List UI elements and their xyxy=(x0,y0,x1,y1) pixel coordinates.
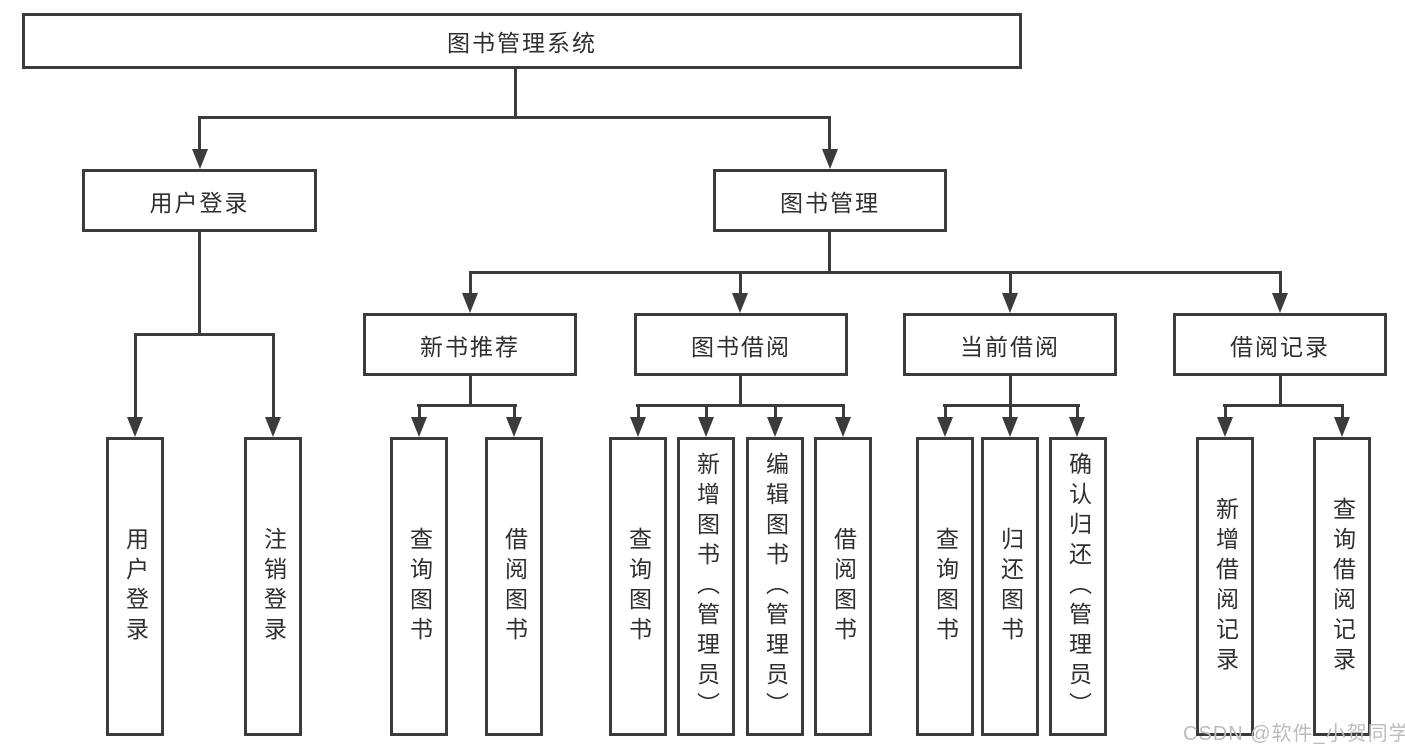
connector-drop-current-return xyxy=(1009,404,1012,419)
leaf-newbook-borrow-label: 借阅图书 xyxy=(501,526,528,647)
connector-book-borrow-stub xyxy=(739,374,742,407)
leaf-current-confirm: 确认归还（管理员） xyxy=(1049,437,1107,736)
csdn-watermark: CSDN @软件_小贺同学 xyxy=(1183,723,1405,745)
arrowhead-records-query xyxy=(1334,417,1350,437)
leaf-records-add: 新增借阅记录 xyxy=(1196,437,1254,736)
arrowhead-leaf-logout xyxy=(265,417,281,437)
node-borrow-records: 借阅记录 xyxy=(1173,313,1387,376)
arrowhead-borrow-borrow xyxy=(835,417,851,437)
leaf-current-query-label: 查询图书 xyxy=(932,526,959,647)
leaf-records-add-label: 新增借阅记录 xyxy=(1212,496,1239,677)
connector-drop-newbook-query xyxy=(418,404,421,419)
leaf-user-login-label: 用户登录 xyxy=(122,526,149,647)
connector-drop-new-book xyxy=(469,271,472,296)
connector-rail-user-login xyxy=(134,333,275,336)
connector-drop-borrow-records xyxy=(1279,271,1282,296)
connector-user-login-stub xyxy=(198,229,201,336)
leaf-borrow-borrow: 借阅图书 xyxy=(814,437,872,736)
connector-drop-records-query xyxy=(1341,404,1344,419)
arrowhead-current-query xyxy=(937,417,953,437)
connector-new-book-stub xyxy=(469,374,472,407)
leaf-borrow-edit: 编辑图书（管理员） xyxy=(746,437,804,736)
leaf-borrow-add: 新增图书（管理员） xyxy=(677,437,735,736)
connector-drop-leaf-user-login xyxy=(134,333,137,419)
arrowhead-newbook-borrow xyxy=(506,417,522,437)
connector-drop-leaf-logout xyxy=(272,333,275,419)
leaf-newbook-query-label: 查询图书 xyxy=(406,526,433,647)
leaf-logout: 注销登录 xyxy=(244,437,302,736)
arrowhead-newbook-query xyxy=(411,417,427,437)
connector-drop-current-confirm xyxy=(1076,404,1079,419)
leaf-borrow-edit-label: 编辑图书（管理员） xyxy=(762,451,789,722)
node-current-borrow: 当前借阅 xyxy=(903,313,1117,376)
leaf-borrow-add-label: 新增图书（管理员） xyxy=(693,451,720,722)
connector-book-management-stub xyxy=(828,229,831,274)
arrowhead-leaf-user-login xyxy=(127,417,143,437)
arrowhead-current-confirm xyxy=(1069,417,1085,437)
connector-current-borrow-stub xyxy=(1009,374,1012,407)
arrowhead-borrow-add xyxy=(698,417,714,437)
connector-rail-book-borrow xyxy=(636,404,845,407)
leaf-current-return-label: 归还图书 xyxy=(997,526,1024,647)
connector-rail-level3 xyxy=(469,271,1282,274)
node-book-borrow: 图书借阅 xyxy=(634,313,848,376)
node-new-book-recommend: 新书推荐 xyxy=(363,313,577,376)
connector-drop-newbook-borrow xyxy=(513,404,516,419)
leaf-borrow-query-label: 查询图书 xyxy=(625,526,652,647)
leaf-borrow-borrow-label: 借阅图书 xyxy=(830,526,857,647)
leaf-current-query: 查询图书 xyxy=(916,437,974,736)
arrowhead-current-return xyxy=(1002,417,1018,437)
node-user-login: 用户登录 xyxy=(82,169,317,232)
connector-borrow-records-stub xyxy=(1279,374,1282,407)
arrowhead-borrow-records xyxy=(1272,293,1288,313)
connector-root-stub xyxy=(514,66,517,119)
connector-drop-user-login xyxy=(198,116,201,151)
connector-drop-current-borrow xyxy=(1009,271,1012,296)
connector-drop-current-query xyxy=(944,404,947,419)
connector-drop-book-management xyxy=(828,116,831,151)
arrowhead-book-management xyxy=(822,149,838,169)
node-root: 图书管理系统 xyxy=(22,13,1022,69)
leaf-user-login: 用户登录 xyxy=(106,437,164,736)
leaf-logout-label: 注销登录 xyxy=(260,526,287,647)
arrowhead-current-borrow xyxy=(1002,293,1018,313)
connector-drop-borrow-add xyxy=(705,404,708,419)
connector-rail-new-book xyxy=(417,404,517,407)
leaf-current-confirm-label: 确认归还（管理员） xyxy=(1065,451,1092,722)
connector-drop-borrow-query xyxy=(637,404,640,419)
arrowhead-records-add xyxy=(1217,417,1233,437)
arrowhead-book-borrow xyxy=(732,293,748,313)
leaf-borrow-query: 查询图书 xyxy=(609,437,667,736)
connector-drop-borrow-edit xyxy=(774,404,777,419)
connector-drop-records-add xyxy=(1224,404,1227,419)
connector-drop-book-borrow xyxy=(739,271,742,296)
leaf-records-query: 查询借阅记录 xyxy=(1313,437,1371,736)
connector-drop-borrow-borrow xyxy=(842,404,845,419)
connector-rail-level2 xyxy=(198,116,831,119)
leaf-records-query-label: 查询借阅记录 xyxy=(1329,496,1356,677)
leaf-newbook-borrow: 借阅图书 xyxy=(485,437,543,736)
arrowhead-borrow-query xyxy=(630,417,646,437)
node-book-management: 图书管理 xyxy=(713,169,947,232)
leaf-newbook-query: 查询图书 xyxy=(390,437,448,736)
leaf-current-return: 归还图书 xyxy=(981,437,1039,736)
connector-rail-borrow-records xyxy=(1223,404,1344,407)
arrowhead-user-login xyxy=(192,149,208,169)
arrowhead-borrow-edit xyxy=(767,417,783,437)
arrowhead-new-book xyxy=(462,293,478,313)
